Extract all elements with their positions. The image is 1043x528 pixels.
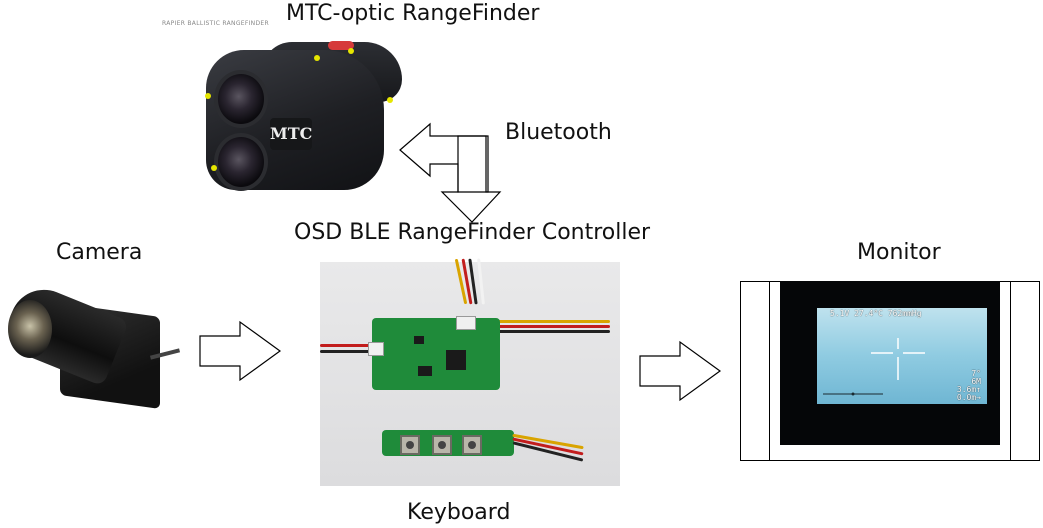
camera-lens-glass [8, 300, 52, 358]
marker-dot [387, 97, 393, 103]
chip [414, 336, 424, 344]
keyboard-button [432, 435, 452, 455]
monitor-side-left [740, 281, 770, 461]
monitor-label: Monitor [857, 240, 941, 265]
rangefinder-lens-lower [214, 133, 268, 191]
osd-wind: 6M [971, 377, 981, 386]
keyboard-button [400, 435, 420, 455]
bluetooth-label: Bluetooth [505, 120, 612, 145]
bluetooth-arrow [399, 122, 502, 223]
wire [490, 320, 610, 323]
main-chip [446, 350, 466, 370]
rangefinder-logo: MTC [270, 118, 312, 150]
connector [368, 342, 384, 356]
wire [320, 350, 380, 353]
osd-range-1: 3.6m↑ [956, 385, 981, 394]
rangefinder-label: MTC-optic RangeFinder [286, 1, 540, 26]
marker-dot [205, 93, 211, 99]
marker-dot [314, 55, 320, 61]
monitor-side-right [1010, 281, 1040, 461]
main-pcb [372, 318, 500, 390]
bluetooth-arrow-down [440, 135, 502, 223]
wire [490, 330, 610, 333]
osd-status-line: 5.1V 27.4°C 762mmHg [830, 309, 922, 318]
marker-dot [211, 165, 217, 171]
controller-to-monitor-arrow [639, 340, 722, 402]
controller-label: OSD BLE RangeFinder Controller [294, 220, 651, 245]
wire [477, 258, 485, 305]
keyboard-label: Keyboard [407, 500, 511, 525]
chip [418, 366, 432, 376]
osd-range-2: 0.0m→ [956, 393, 981, 402]
camera-label: Camera [56, 240, 143, 265]
bluetooth-arrow-left [399, 122, 489, 193]
wire [490, 325, 610, 328]
osd-angle: 7° [971, 369, 981, 378]
connector [456, 316, 476, 330]
crosshair-reticle [823, 338, 925, 396]
rangefinder-brand-caption: RAPIER BALLISTIC RANGEFINDER [162, 20, 269, 27]
rangefinder-power-button [328, 41, 354, 50]
monitor-display-image [817, 308, 987, 404]
wire [320, 344, 380, 347]
camera-to-controller-arrow [199, 320, 282, 382]
rangefinder-lens-upper [214, 70, 268, 128]
marker-dot [348, 48, 354, 54]
controller-board-image [320, 258, 620, 486]
keyboard-button [462, 435, 482, 455]
